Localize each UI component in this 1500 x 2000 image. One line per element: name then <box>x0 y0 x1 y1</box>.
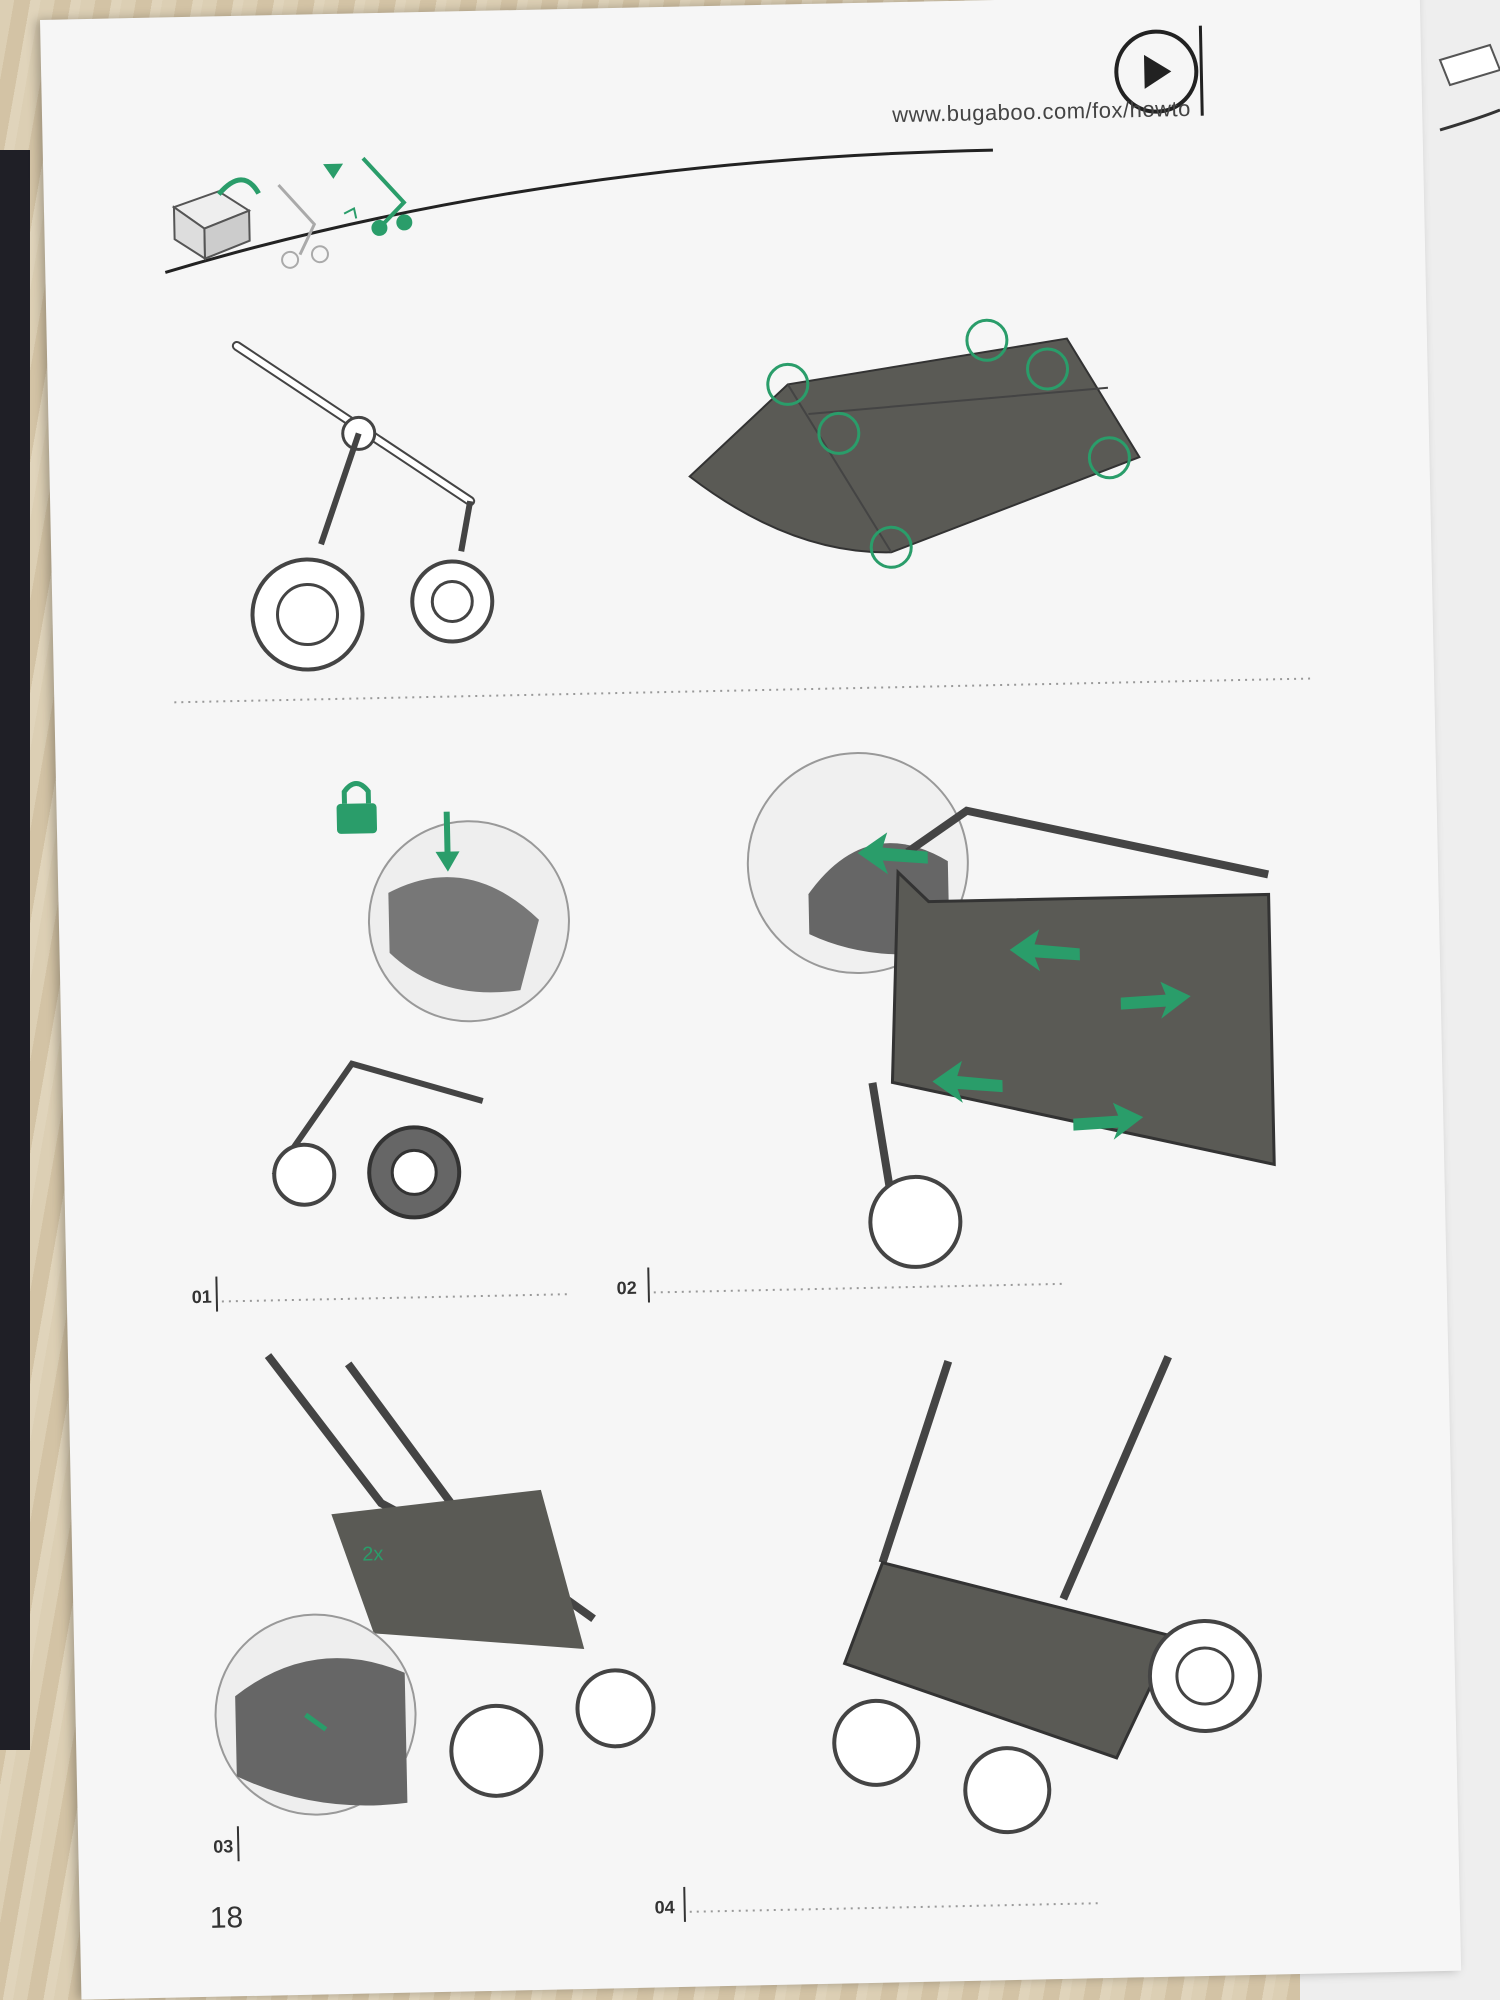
step-divider-lines-row2 <box>236 1826 1100 1922</box>
box-icon-facing <box>1438 43 1500 132</box>
page-number: 18 <box>209 1901 244 1935</box>
underseat-basket-illustration <box>688 318 1141 569</box>
step-02-illustration <box>746 752 1276 1269</box>
attachment-point-markers <box>766 318 1131 569</box>
dark-surface <box>0 150 30 1750</box>
assembly-progress-icons <box>277 156 413 269</box>
header-graphics <box>164 25 1204 274</box>
unbox-icon <box>171 177 261 261</box>
play-circle-icon <box>1114 25 1204 116</box>
dotted-divider <box>174 677 1315 704</box>
step-divider-lines-row1 <box>215 1267 1067 1312</box>
stroller-chassis-illustration <box>231 340 495 672</box>
green-direction-arrows <box>857 832 1191 1140</box>
manual-page: www.bugaboo.com/fox/howto <box>40 0 1462 2000</box>
step-01-illustration <box>271 781 570 1220</box>
step-03-illustration <box>214 1353 656 1816</box>
lock-icon <box>336 781 378 834</box>
step-04-illustration <box>832 1355 1262 1835</box>
